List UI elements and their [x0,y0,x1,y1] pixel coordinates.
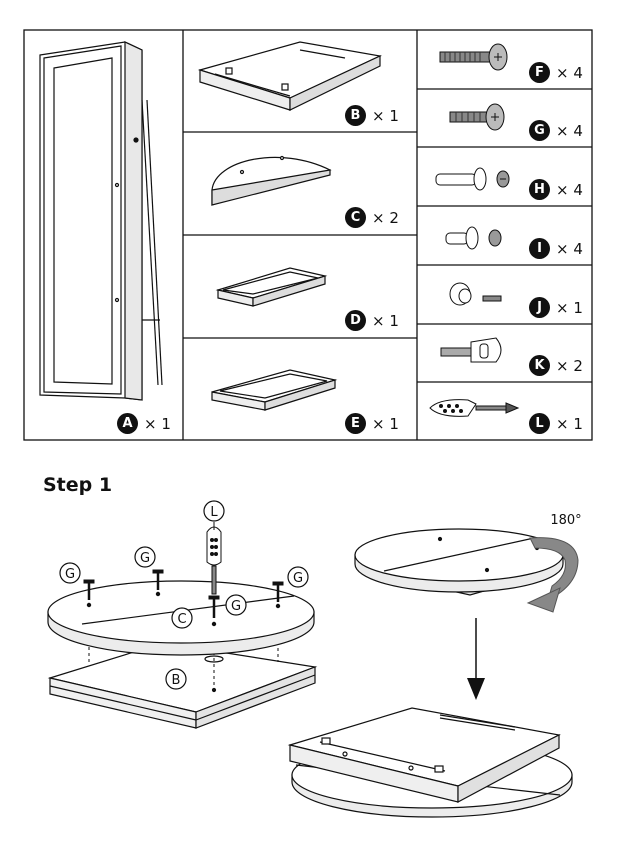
part-f-label: F × 4 [529,62,583,83]
callout-g-3: G [293,571,303,586]
part-k-label: K × 2 [529,355,583,376]
rotation-label: 180° [550,513,581,528]
part-a-qty: × 1 [144,414,171,433]
step-1-diagram: G G G G L C B 180° [47,500,582,818]
part-d-label: D × 1 [345,310,399,331]
callout-g-4: G [231,599,241,614]
short-connector-icon [445,226,502,250]
part-d-badge: D [345,310,366,331]
part-i-qty: × 4 [556,239,583,258]
part-c-qty: × 2 [372,208,399,227]
part-k-badge: K [529,355,550,376]
connector-bolt-icon [435,167,510,191]
assembly-before-rotation [354,528,564,596]
part-h-qty: × 4 [556,180,583,199]
part-a-badge: A [117,413,138,434]
part-l-badge: L [529,413,550,434]
part-b-badge: B [345,105,366,126]
callout-b: B [172,673,181,688]
part-d-qty: × 1 [372,311,399,330]
callout-c: C [177,612,186,627]
key-icon [440,337,502,363]
screw-g-set [83,569,284,618]
step-title: Step 1 [43,474,113,496]
frame-e-illustration [211,369,338,411]
part-l-qty: × 1 [556,414,583,433]
part-g-badge: G [529,120,550,141]
part-e-qty: × 1 [372,414,399,433]
part-c-label: C × 2 [345,207,399,228]
parts-table [23,29,593,441]
part-e-badge: E [345,413,366,434]
part-f-qty: × 4 [556,63,583,82]
part-c-badge: C [345,207,366,228]
part-b-qty: × 1 [372,106,399,125]
part-i-label: I × 4 [529,238,583,259]
callout-g-2: G [140,551,150,566]
base-board-illustration [197,41,382,111]
part-j-badge: J [529,297,550,318]
part-b-label: B × 1 [345,105,399,126]
part-j-label: J × 1 [529,297,583,318]
callout-l: L [210,505,218,520]
screwdriver-icon [429,399,520,417]
down-arrow-icon [467,618,485,700]
part-a-label: A × 1 [117,413,171,434]
part-h-label: H × 4 [529,179,583,200]
part-g-qty: × 4 [556,121,583,140]
knob-icon [449,282,502,306]
assembled-result [287,707,573,818]
part-g-label: G × 4 [529,120,583,141]
short-screw-icon [449,103,505,131]
part-h-badge: H [529,179,550,200]
half-circle-board-illustration [211,155,332,206]
part-f-badge: F [529,62,550,83]
part-k-qty: × 2 [556,356,583,375]
part-l-label: L × 1 [529,413,583,434]
frame-d-illustration [215,267,328,307]
part-j-qty: × 1 [556,298,583,317]
callout-g-1: G [65,567,75,582]
part-e-label: E × 1 [345,413,399,434]
mirror-cabinet-illustration [39,41,163,401]
screwdriver-l [206,526,222,595]
part-i-badge: I [529,238,550,259]
long-screw-icon [439,43,508,71]
rotation-arrow-icon [526,537,579,613]
